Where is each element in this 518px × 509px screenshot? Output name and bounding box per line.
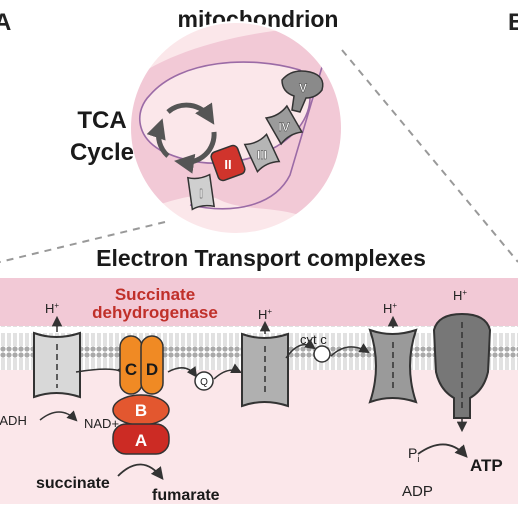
svg-text:H+: H+: [453, 288, 467, 303]
sdh-subunit-a: [112, 423, 170, 455]
proton-1: H+: [45, 301, 63, 332]
mito-inset: [129, 21, 343, 235]
quinone: Q: [194, 371, 214, 391]
zoom-line-right: [341, 49, 518, 263]
cytc-icon: [313, 345, 331, 363]
sdh-subunit-d: [140, 335, 164, 395]
cytc-arrow-out: [330, 343, 370, 357]
nadh-label: NADH: [0, 413, 27, 428]
tca-label-line1: TCA: [77, 107, 126, 134]
sdh-complex: C D B A: [112, 335, 170, 455]
sdh-label-line2: dehydrogenase: [92, 303, 218, 322]
zoom-line-left: [0, 221, 166, 263]
proton-5: H+: [453, 288, 467, 303]
panel-letter-a: A: [0, 9, 11, 36]
complex-iv: [368, 328, 418, 404]
svg-text:A: A: [135, 431, 147, 450]
adp-label: ADP: [402, 483, 433, 500]
svg-text:D: D: [146, 360, 158, 379]
electron-arrow-3: [213, 363, 242, 380]
cytc-arrow-in: [285, 338, 316, 359]
svg-text:I: I: [199, 186, 203, 201]
intermembrane-space: [0, 278, 518, 326]
atp-label: ATP: [470, 456, 503, 475]
svg-text:B: B: [135, 401, 147, 420]
svg-text:II: II: [224, 157, 231, 172]
tca-label-line2: Cycle: [70, 139, 134, 166]
complex-i: [33, 331, 81, 399]
svg-text:C: C: [125, 360, 137, 379]
svg-text:H+: H+: [383, 301, 397, 316]
nadh-arrow: [39, 410, 78, 422]
electron-arrow-2: [167, 366, 198, 378]
svg-text:IV: IV: [278, 120, 289, 134]
succinate-label: succinate: [36, 475, 110, 492]
tca-cycle-arrows-icon: [146, 102, 217, 174]
mito-complex-iv: IV: [264, 104, 304, 146]
mito-complex-i: I: [186, 173, 216, 211]
panel-letter-b: B: [508, 9, 518, 36]
svg-text:H+: H+: [258, 307, 272, 322]
etc-title: Electron Transport complexes: [96, 245, 426, 271]
mito-complex-iii: III: [243, 132, 281, 174]
svg-text:Q: Q: [200, 377, 208, 388]
mito-complex-v: V: [281, 70, 324, 113]
sdh-label-line1: Succinate: [115, 285, 195, 304]
mito-complex-ii: II: [210, 144, 246, 182]
svg-text:V: V: [299, 81, 307, 95]
complex-iii: [241, 332, 289, 408]
pi-label: Pi: [408, 445, 419, 464]
fumarate-label: fumarate: [152, 487, 220, 504]
proton-3: H+: [258, 307, 272, 334]
atp-arrow: [417, 443, 468, 458]
proton-4: H+: [383, 301, 399, 328]
svg-text:III: III: [257, 148, 267, 162]
complex-v: [432, 312, 492, 419]
succinate-arrow: [117, 463, 164, 480]
nad-plus-label: NAD+: [84, 416, 119, 431]
svg-text:H+: H+: [45, 301, 59, 316]
